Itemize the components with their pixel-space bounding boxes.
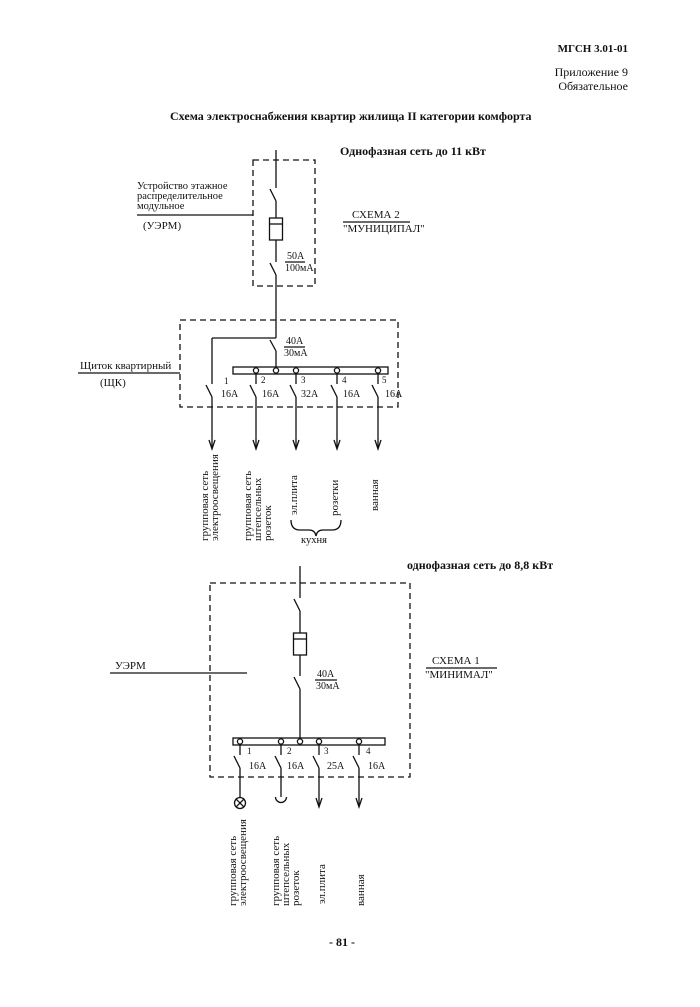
circuit-2-label: групповая сеть штепсельных розеток (242, 471, 274, 541)
rcd-leakage: 30мА (316, 681, 340, 692)
circuit-number: 4 (342, 375, 347, 385)
busbar (232, 737, 386, 746)
scheme-1-diagram (110, 566, 497, 810)
scheme-2-name: СХЕМА 2 (352, 209, 400, 221)
appendix-status: Обязательное (558, 79, 628, 93)
circuit-rating: 16А (287, 761, 305, 772)
uerm-label-line-1: Устройство этажное (137, 181, 228, 192)
circuit-number: 2 (261, 375, 266, 385)
panel-rcd-leakage: 30мА (284, 348, 308, 359)
lamp-icon (233, 796, 247, 810)
circuit-label-line: розеток (290, 870, 302, 906)
circuit-5-line (371, 374, 382, 452)
circuit-number: 2 (287, 746, 292, 756)
scheme-1-name: СХЕМА 1 (432, 655, 480, 667)
uerm-label-line-3: модульное (137, 201, 185, 212)
page-number: - 81 - (329, 935, 355, 949)
circuit-rating: 16А (262, 389, 280, 400)
rcd-blade (293, 676, 301, 690)
circuit-label-line: эл.плита (288, 475, 300, 515)
busbar-terminal (236, 738, 244, 745)
uerm-box (252, 159, 316, 287)
circuit-rating: 32А (301, 389, 319, 400)
panel-label: Щиток квартирный (80, 360, 172, 372)
document-code: МГСН 3.01-01 (557, 43, 628, 55)
disconnect-switch-blade (293, 598, 301, 612)
circuit-label-line: электроосвещения (209, 454, 221, 541)
disconnect-switch-blade (269, 188, 277, 202)
uerm-box (209, 582, 411, 778)
circuit-number: 3 (301, 375, 306, 385)
busbar (232, 366, 389, 375)
circuit-label-line: ванная (355, 874, 367, 906)
circuit-4-label: ванная (355, 874, 367, 906)
uerm-rcd-blade (269, 262, 277, 276)
circuit-number: 1 (224, 376, 229, 386)
panel-rcd-blade (269, 339, 277, 352)
appendix-label: Приложение 9 (554, 65, 628, 79)
circuit-label-line: эл.плита (316, 864, 328, 904)
circuit-3-line (289, 374, 300, 452)
circuit-label-line: электроосвещения (237, 819, 249, 906)
circuit-rating: 16А (368, 761, 386, 772)
circuit-1-line (233, 745, 241, 797)
uerm-label-line-2: распределительное (137, 191, 223, 202)
circuit-3-line (312, 745, 323, 810)
fuse-symbol (268, 217, 284, 241)
scheme-1-type: "МИНИМАЛ" (425, 669, 493, 681)
busbar-terminal (292, 367, 300, 374)
busbar-terminal (355, 738, 363, 745)
busbar-terminal (374, 367, 382, 374)
circuit-1-label: групповая сеть электроосвещения (227, 819, 249, 906)
panel-abbr: (ЩК) (100, 377, 126, 389)
busbar-terminal (277, 738, 285, 745)
busbar-terminal (296, 738, 304, 745)
circuit-3-label: эл.плита (316, 864, 328, 904)
apartment-panel-box (179, 319, 399, 408)
circuit-label-line: розетки (329, 479, 341, 516)
circuit-rating: 16А (385, 389, 403, 400)
busbar-terminal (333, 367, 341, 374)
circuit-rating: 16А (221, 389, 239, 400)
circuit-4-line (330, 374, 341, 452)
scheme-2-type: "МУНИЦИПАЛ" (343, 223, 425, 235)
circuit-2-line (249, 374, 260, 452)
circuit-number: 3 (324, 746, 329, 756)
circuit-2-label: групповая сеть штепсельных розеток (270, 836, 302, 906)
uerm-abbr: УЭРМ (115, 660, 146, 672)
kitchen-brace (290, 519, 342, 537)
page-title: Схема электроснабжения квартир жилища II… (170, 109, 532, 123)
circuit-1-line (205, 338, 216, 452)
panel-rcd-current: 40А (286, 336, 304, 347)
rcd-current: 40А (317, 669, 335, 680)
circuit-4-label: розетки (329, 479, 341, 516)
scheme-2-network: Однофазная сеть до 11 кВт (340, 144, 486, 158)
uerm-rcd-current: 50А (287, 251, 305, 262)
busbar-terminal (315, 738, 323, 745)
circuit-2-line (274, 745, 282, 797)
socket-icon (274, 796, 288, 804)
fuse-symbol (292, 632, 308, 656)
circuit-rating: 16А (343, 389, 361, 400)
uerm-full-label: Устройство этажное распределительное мод… (137, 181, 228, 212)
circuit-number: 5 (382, 375, 387, 385)
circuit-rating: 25А (327, 761, 345, 772)
circuit-number: 1 (247, 746, 252, 756)
busbar-terminal (272, 367, 280, 374)
circuit-rating: 16А (249, 761, 267, 772)
kitchen-group-label: кухня (301, 535, 327, 546)
busbar-terminal (252, 367, 260, 374)
uerm-abbr: (УЭРМ) (143, 220, 182, 232)
scheme-1-network: однофазная сеть до 8,8 кВт (407, 558, 554, 572)
circuit-number: 4 (366, 746, 371, 756)
circuit-4-line (352, 745, 363, 810)
scheme-2-diagram (78, 150, 410, 537)
circuit-1-label: групповая сеть электроосвещения (199, 454, 221, 541)
uerm-rcd-leakage: 100мА (285, 263, 314, 274)
circuit-label-line: розеток (262, 505, 274, 541)
circuit-5-label: ванная (369, 479, 381, 511)
circuit-3-label: эл.плита (288, 475, 300, 515)
circuit-label-line: ванная (369, 479, 381, 511)
